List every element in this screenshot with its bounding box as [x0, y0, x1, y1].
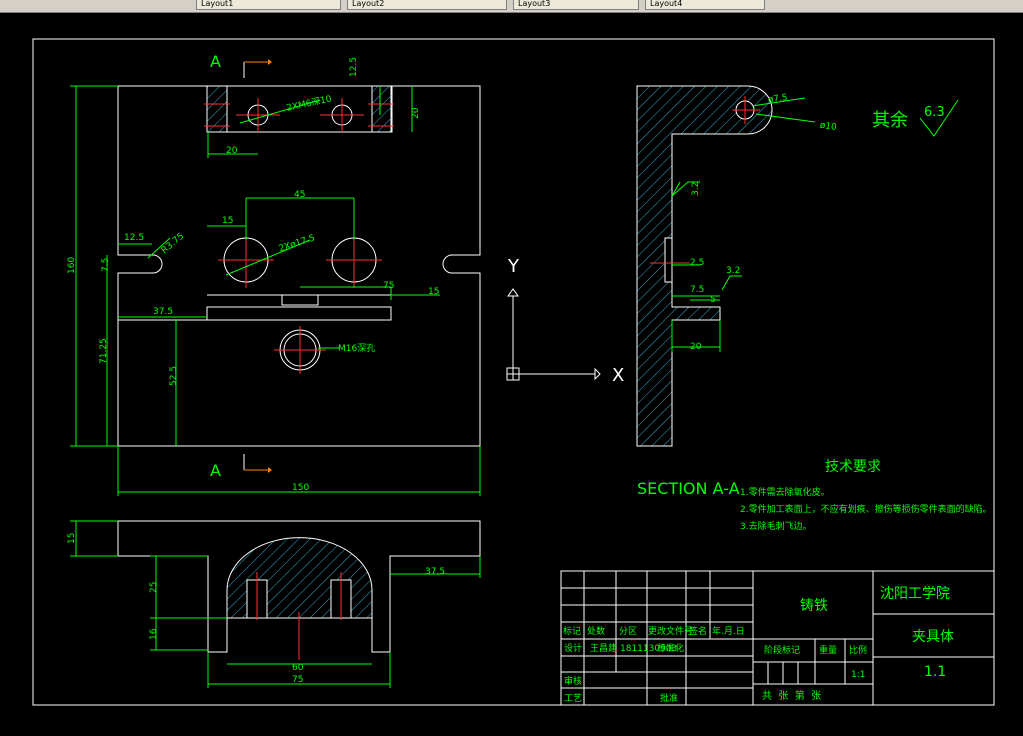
- dimension-lines-section: [671, 97, 816, 352]
- tb-scale-label: 比例: [849, 644, 867, 656]
- dim-7-5: 7.5: [101, 258, 111, 272]
- dim-3-2b: 3.2: [726, 266, 740, 276]
- dimension-text-top: 12.5 20 20 2XM6深10 45 15 2Xø17.5 12.5 R3…: [67, 57, 439, 493]
- dimension-lines-front: [70, 520, 481, 688]
- dim-12-5-slot: 12.5: [124, 233, 144, 243]
- dimension-text-section: ø7.5 ø10 3.2 2.5 3.2 7.5 5 20: [690, 93, 838, 352]
- tb-student-no: 1811130903: [620, 644, 677, 654]
- top-view-tabs: [206, 85, 393, 133]
- title-block: [560, 570, 995, 706]
- dim-75-front: 75: [292, 675, 303, 685]
- tech-line: 1.零件需去除氧化皮。: [740, 486, 830, 498]
- dim-7-5-sec: 7.5: [690, 285, 704, 295]
- roughness-value: 6.3: [924, 105, 945, 120]
- tb-sheets: 共 张 第 张: [762, 689, 821, 702]
- layout-tab[interactable]: Layout4: [645, 0, 765, 10]
- tech-title: 技术要求: [825, 459, 881, 475]
- dim-15-front: 15: [67, 533, 77, 544]
- dim-phi10: ø10: [819, 121, 837, 133]
- dim-60: 60: [292, 663, 304, 673]
- tb-h-zone: 分区: [619, 626, 637, 637]
- dim-2xm6: 2XM6深10: [285, 93, 332, 113]
- layout-tab[interactable]: Layout2: [347, 0, 507, 10]
- dim-75: 75: [383, 281, 394, 291]
- drawing-frame: [32, 38, 995, 706]
- dim-12-5-top: 12.5: [349, 57, 359, 77]
- center-lines-top: [204, 98, 394, 374]
- tb-h-doc: 更改文件号: [648, 625, 693, 637]
- dim-150: 150: [292, 483, 309, 493]
- tb-std-label: 标准化: [657, 642, 684, 654]
- tb-approve-label: 批准: [660, 692, 678, 704]
- roughness-label: 其余: [872, 110, 908, 131]
- dim-25-front: 25: [149, 582, 159, 593]
- tb-design-label: 设计: [564, 642, 582, 654]
- tb-material: 铸铁: [800, 598, 828, 614]
- dim-20-bottom: 20: [226, 146, 238, 156]
- layout-tab-bar: Layout1 Layout2 Layout3 Layout4: [0, 0, 1023, 13]
- section-view: [636, 85, 773, 447]
- dim-r3-75: R3.75: [160, 231, 187, 256]
- dim-71-25: 71.25: [99, 338, 109, 364]
- dim-2x17-5: 2Xø17.5: [278, 233, 317, 254]
- dim-20-sec: 20: [690, 342, 702, 352]
- dimension-text-front: 15 25 16 37.5 60 75: [67, 533, 445, 685]
- dim-20-right: 20: [411, 107, 421, 119]
- ucs-x-label: X: [612, 365, 624, 386]
- dim-m16: M16深孔: [338, 343, 375, 354]
- dim-2-5: 2.5: [690, 258, 704, 268]
- tb-process-label: 工艺: [564, 693, 582, 704]
- tb-scale: 1:1: [851, 670, 865, 680]
- center-lines-front: [256, 572, 342, 660]
- title-block-text: 标记 处数 分区 更改文件号 签名 年.月.日 设计 王昌建 181113090…: [563, 586, 954, 704]
- dim-phi7-5: ø7.5: [767, 93, 788, 106]
- tb-h-sign: 签名: [689, 625, 707, 637]
- roughness-note: 其余 6.3: [872, 99, 959, 137]
- dim-15a: 15: [222, 216, 233, 226]
- dim-5: 5: [710, 295, 716, 305]
- tb-h-count: 处数: [587, 625, 605, 637]
- ucs-y-label: Y: [507, 256, 520, 277]
- dim-37-5-front: 37.5: [425, 567, 445, 577]
- layout-tab[interactable]: Layout3: [513, 0, 639, 10]
- dim-3-2a: 3.2: [691, 182, 701, 196]
- dim-37-5: 37.5: [153, 307, 173, 317]
- tech-line: 3.去除毛刺飞边。: [740, 520, 812, 532]
- tb-stage-label: 阶段标记: [764, 644, 800, 656]
- tb-h-date: 年.月.日: [712, 625, 745, 637]
- tb-school: 沈阳工学院: [880, 586, 950, 602]
- section-markers: A A: [210, 52, 272, 480]
- tb-designer: 王昌建: [590, 642, 617, 654]
- section-label-top: A: [210, 52, 221, 71]
- dimension-lines-top: [70, 85, 481, 496]
- dim-16-front: 16: [149, 628, 159, 640]
- section-label-bottom: A: [210, 461, 221, 480]
- dim-45: 45: [294, 190, 305, 200]
- tech-line: 2.零件加工表面上，不应有划痕、擦伤等损伤零件表面的缺陷。: [740, 503, 992, 515]
- layout-tab[interactable]: Layout1: [196, 0, 341, 10]
- section-view-details: [650, 96, 760, 283]
- section-title: SECTION A-A: [637, 479, 740, 498]
- dim-160: 160: [67, 257, 77, 274]
- tb-review-label: 审核: [564, 675, 582, 687]
- tb-part-name: 夹具体: [912, 629, 954, 645]
- ucs-icon: Y X: [506, 256, 624, 386]
- top-view: [117, 85, 481, 447]
- tb-weight-label: 重量: [819, 644, 837, 656]
- dim-52-5: 52.5: [169, 366, 179, 386]
- tb-drawing-no: 1.1: [924, 664, 946, 680]
- dim-15b: 15: [428, 287, 439, 297]
- tb-h-mark: 标记: [563, 625, 581, 637]
- tech-requirements: 技术要求 1.零件需去除氧化皮。 2.零件加工表面上，不应有划痕、擦伤等损伤零件…: [740, 459, 992, 532]
- cad-drawing-canvas[interactable]: A A 12.5 20 20 2XM6深10: [0, 12, 1023, 736]
